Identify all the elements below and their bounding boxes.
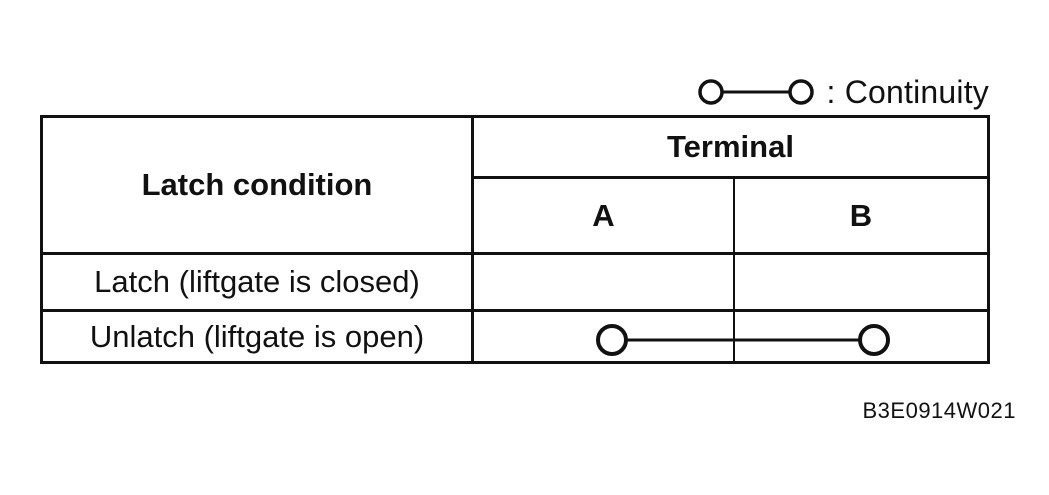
header-terminal-a: A [592, 197, 615, 233]
continuity-mark-a-b [474, 317, 990, 364]
row-latch-terminal-b [735, 255, 987, 309]
continuity-table: Latch condition Terminal A B Latch (lift… [40, 115, 990, 364]
header-terminal-b: B [849, 197, 873, 233]
header-terminal: Terminal [667, 129, 794, 164]
divider-header-body [43, 252, 987, 255]
header-latch-condition: Latch condition [141, 167, 373, 202]
divider-condition-terminal [471, 118, 474, 361]
divider-terminal-header [474, 176, 990, 179]
row-latch-terminal-a [474, 255, 733, 309]
row-unlatch-condition: Unlatch (liftgate is open) [89, 318, 425, 354]
figure-code: B3E0914W021 [862, 398, 1016, 423]
row-latch-condition: Latch (liftgate is closed) [94, 264, 420, 299]
continuity-legend: : Continuity [695, 72, 989, 112]
legend-label: : Continuity [826, 73, 989, 110]
divider-row [43, 309, 987, 312]
divider-terminal-a-b [733, 179, 735, 361]
continuity-symbol-icon [697, 79, 814, 105]
continuity-connection-icon [596, 324, 890, 356]
